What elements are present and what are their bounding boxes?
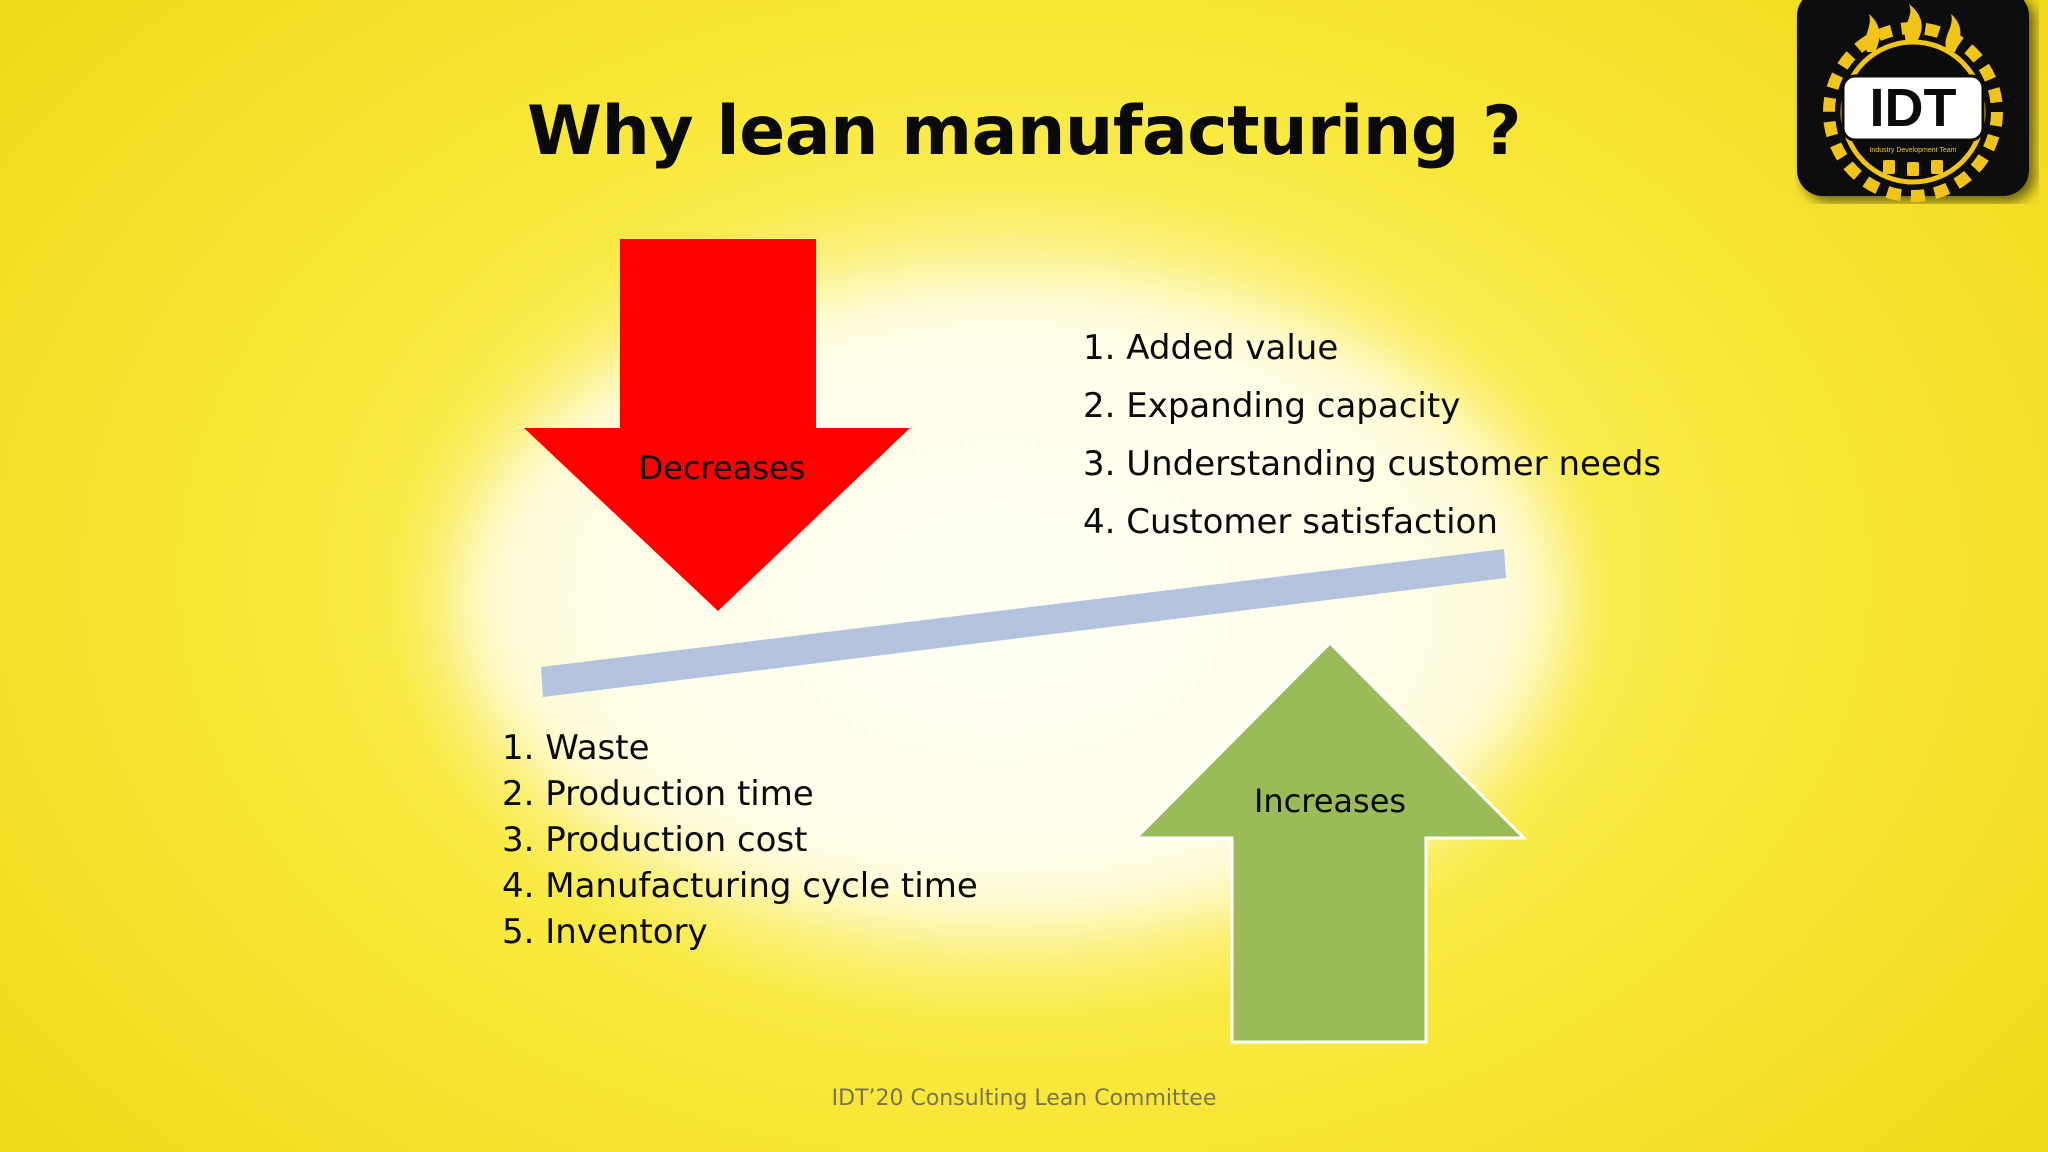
list-item: 3. Understanding customer needs: [1083, 444, 1662, 484]
list-item: 1. Waste: [502, 728, 650, 768]
decrease-arrow: [524, 239, 910, 611]
decreases-label: Decreases: [638, 449, 806, 487]
svg-text:IDT: IDT: [1870, 78, 1957, 138]
decreases-list: 1. Waste 2. Production time 3. Productio…: [502, 731, 978, 961]
slide-title: Why lean manufacturing ?: [526, 92, 1522, 171]
list-item: 4. Customer satisfaction: [1083, 502, 1498, 542]
list-item: 3. Production cost: [502, 820, 808, 860]
increases-list: 1. Added value 2. Expanding capacity 3. …: [1083, 331, 1661, 563]
idt-logo: IDT Industry Development Team: [1797, 0, 2029, 202]
list-item: 5. Inventory: [502, 912, 708, 952]
list-item: 2. Expanding capacity: [1083, 386, 1461, 426]
list-item: 2. Production time: [502, 774, 814, 814]
increases-label: Increases: [1253, 782, 1407, 820]
list-item: 4. Manufacturing cycle time: [502, 866, 978, 906]
list-item: 1. Added value: [1083, 328, 1339, 368]
balance-bar: [541, 549, 1506, 697]
svg-text:Industry Development Team: Industry Development Team: [1869, 147, 1956, 154]
slide-footer: IDT’20 Consulting Lean Committee: [831, 1086, 1217, 1111]
increase-arrow: [1132, 640, 1528, 1044]
